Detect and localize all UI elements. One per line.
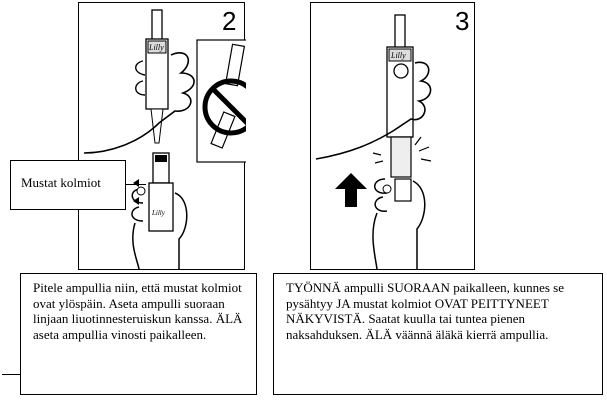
svg-text:Lilly: Lilly <box>151 209 166 217</box>
instruction-text: Pitele ampullia niin, että mustat kolmio… <box>33 280 243 342</box>
step-2-drawing: Lilly Lilly <box>83 9 246 270</box>
step-3-illustration: Lilly 3 <box>310 2 475 270</box>
black-triangles-callout: Mustat kolmiot <box>10 160 126 210</box>
instruction-step-3: TYÖNNÄ ampulli SUORAAN paikalleen, kunne… <box>273 273 603 395</box>
black-triangle-marker <box>133 179 139 187</box>
callout-label: Mustat kolmiot <box>21 175 101 190</box>
instruction-step-2: Pitele ampullia niin, että mustat kolmio… <box>20 273 257 395</box>
step-3-drawing: Lilly <box>315 14 432 270</box>
lower-hand <box>131 188 188 270</box>
syringe-plunger <box>151 9 163 41</box>
prohibition-icon <box>202 78 246 136</box>
callout-leader-line <box>126 184 146 185</box>
lilly-logo: Lilly <box>148 43 164 52</box>
left-margin-line <box>2 374 20 375</box>
instruction-text: TYÖNNÄ ampulli SUORAAN paikalleen, kunne… <box>286 280 565 342</box>
step-2-illustration: Lilly Lilly 2 <box>78 2 246 270</box>
upper-hand <box>83 52 195 154</box>
step-number: 3 <box>455 6 470 36</box>
push-arrow-icon <box>335 173 367 207</box>
click-indicator <box>372 136 432 164</box>
svg-text:Lilly: Lilly <box>390 51 406 60</box>
step-number: 2 <box>222 6 237 36</box>
